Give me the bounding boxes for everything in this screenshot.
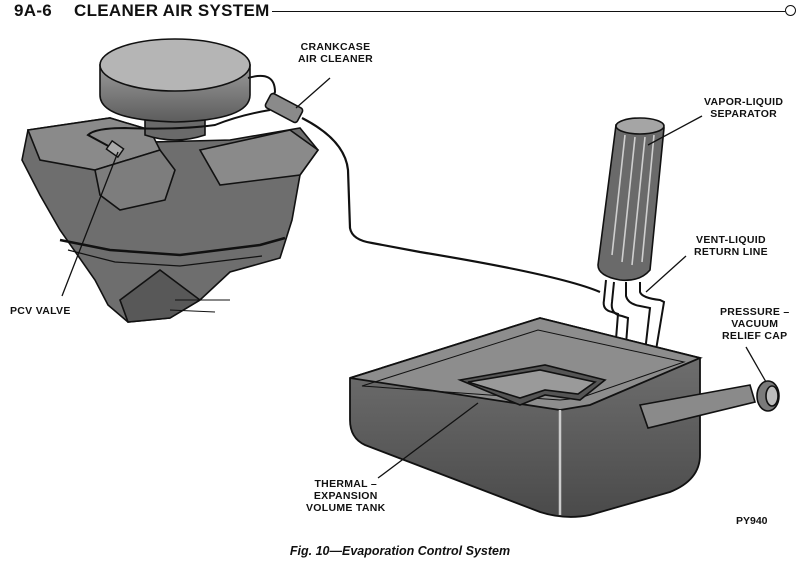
header-rule-end-circle — [785, 5, 796, 16]
fuel-tank — [349, 317, 703, 518]
vapor-liquid-separator — [597, 117, 665, 282]
label-pcv-valve: PCV VALVE — [10, 305, 71, 317]
filler-neck — [638, 384, 757, 429]
carburetor-air-cleaner — [99, 38, 251, 141]
label-pressure-vacuum-relief-cap: PRESSURE – VACUUM RELIEF CAP — [720, 306, 790, 342]
pressure-vacuum-relief-cap — [756, 380, 780, 412]
figure-code: PY940 — [736, 515, 768, 527]
leader-lines — [61, 77, 767, 479]
thermal-expansion-volume-tank — [457, 364, 607, 406]
header-rule — [272, 11, 785, 12]
vapor-line-to-separator — [301, 117, 601, 294]
label-crankcase-air-cleaner: CRANKCASE AIR CLEANER — [298, 41, 374, 65]
crankcase-air-cleaner — [86, 74, 304, 159]
label-thermal-expansion-volume-tank: THERMAL – EXPANSION VOLUME TANK — [306, 478, 386, 514]
figure-caption: Fig. 10—Evaporation Control System — [289, 544, 511, 558]
label-vapor-liquid-separator: VAPOR-LIQUID SEPARATOR — [704, 96, 784, 120]
engine — [21, 117, 320, 323]
page-header: 9A-6 CLEANER AIR SYSTEM — [0, 0, 800, 24]
section-code: 9A-6 — [14, 1, 53, 20]
label-vent-liquid-return-line: VENT-LIQUID RETURN LINE — [694, 234, 768, 258]
section-title: CLEANER AIR SYSTEM — [74, 1, 270, 20]
vent-liquid-return-lines — [602, 279, 666, 373]
